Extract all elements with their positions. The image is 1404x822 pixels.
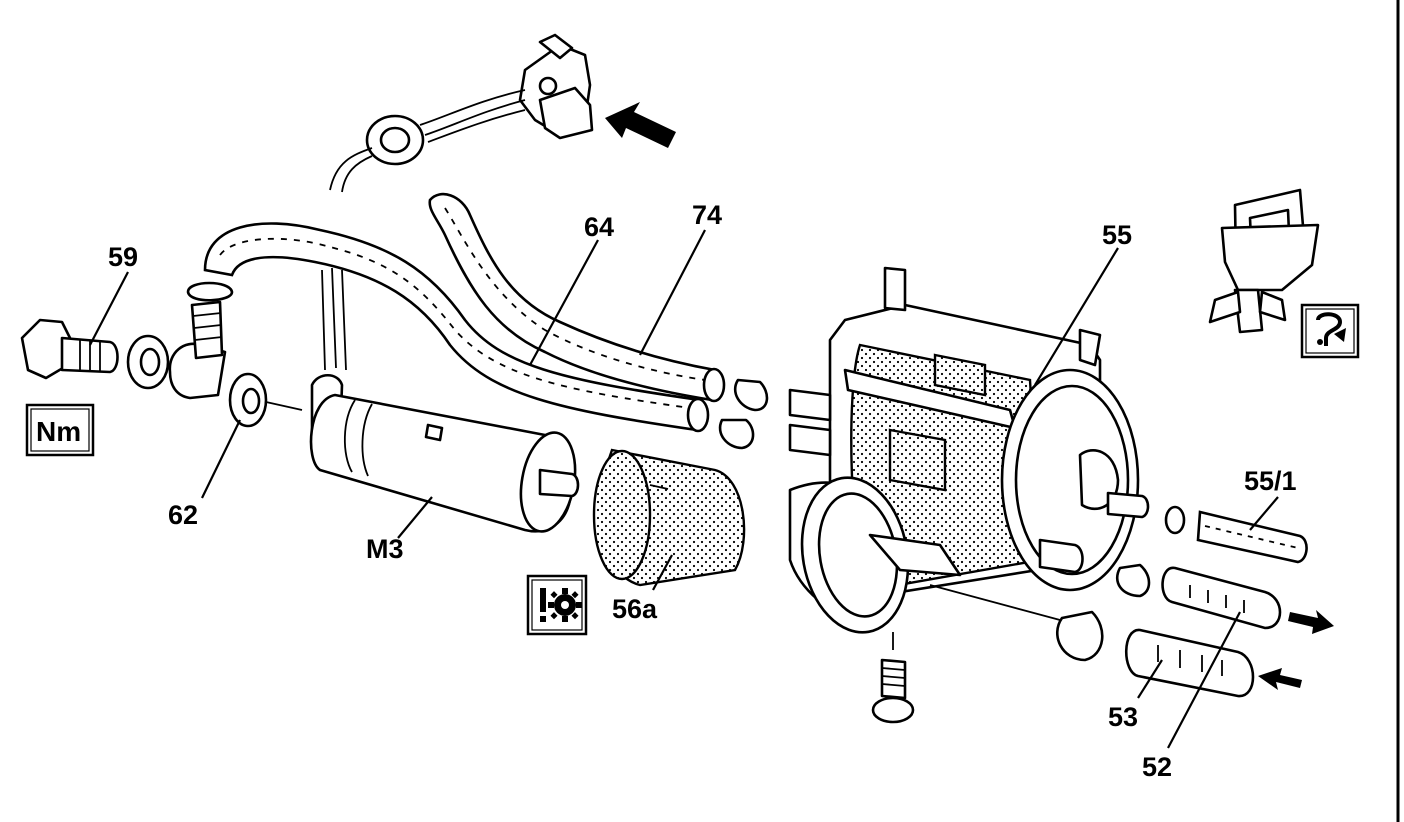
fuel-pump-m3 bbox=[309, 267, 580, 533]
small-clamps-right bbox=[1056, 505, 1186, 662]
callout-56a: 56a bbox=[612, 594, 658, 624]
callout-55-1: 55/1 bbox=[1244, 466, 1297, 496]
hose-fitting-banjo bbox=[168, 281, 234, 400]
torque-label: Nm bbox=[36, 416, 81, 447]
electrical-connector bbox=[329, 33, 594, 193]
strainer-56a bbox=[592, 448, 746, 587]
hose-clamps bbox=[718, 378, 769, 450]
callout-59: 59 bbox=[108, 242, 138, 272]
pump-housing-55 bbox=[788, 266, 1150, 602]
hose-52 bbox=[1161, 566, 1282, 630]
callout-m3: M3 bbox=[366, 534, 404, 564]
torque-nm-icon: Nm bbox=[25, 403, 95, 457]
hose-74 bbox=[428, 192, 726, 403]
callout-53: 53 bbox=[1108, 702, 1138, 732]
callout-52: 52 bbox=[1142, 752, 1172, 782]
callout-55: 55 bbox=[1102, 220, 1132, 250]
special-tool-symbol-icon bbox=[1300, 303, 1360, 359]
banjo-bolt-59 bbox=[20, 318, 119, 380]
callout-74: 74 bbox=[692, 200, 722, 230]
callout-62: 62 bbox=[168, 500, 198, 530]
sealing-washer bbox=[126, 334, 170, 390]
callout-64: 64 bbox=[584, 212, 614, 242]
direction-arrow-icon bbox=[605, 102, 676, 148]
mounting-bracket bbox=[788, 476, 1061, 634]
special-tool-icon bbox=[1208, 188, 1320, 334]
outlet-arrow-icon bbox=[1288, 610, 1334, 634]
leader-lines bbox=[89, 229, 1279, 749]
inlet-arrow-icon bbox=[1258, 668, 1302, 690]
hose-55-1 bbox=[1196, 510, 1308, 564]
caution-gear-icon bbox=[526, 574, 588, 636]
hose-64 bbox=[203, 222, 710, 433]
hose-53 bbox=[1125, 628, 1255, 698]
sealing-ring-62 bbox=[228, 372, 268, 428]
mounting-bolt bbox=[871, 632, 915, 724]
